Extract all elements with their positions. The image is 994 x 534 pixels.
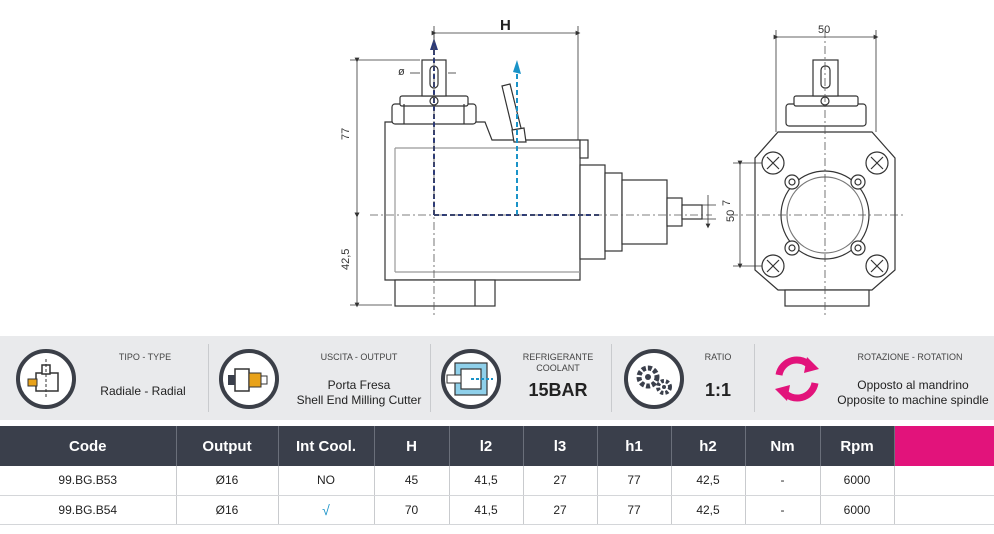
- front-view: [754, 59, 896, 307]
- rotation-value-line1: Opposto al mandrino: [857, 378, 969, 392]
- cell-l2: 41,5: [449, 466, 524, 496]
- cell-h1: 77: [597, 466, 672, 496]
- col-header: Nm: [745, 426, 821, 466]
- cell-l3: 27: [523, 466, 598, 496]
- gears-icon: [624, 349, 684, 409]
- cell-nm: -: [745, 466, 821, 496]
- rotation-value-line2: Opposite to machine spindle: [837, 393, 989, 407]
- radial-type-icon: [16, 349, 76, 409]
- type-title: TIPO - TYPE: [118, 352, 172, 362]
- coolant-icon: [441, 349, 501, 409]
- coolant-title-line2: COOLANT: [536, 363, 580, 373]
- cell-l3: 27: [523, 495, 598, 525]
- rotation-value: Opposto al mandrino Opposite to machine …: [833, 378, 993, 408]
- cell-rpm: 6000: [820, 495, 895, 525]
- cell-nm: -: [745, 495, 821, 525]
- cell-extra: [894, 495, 994, 525]
- cell-l2: 41,5: [449, 495, 524, 525]
- dim-77-label: 77: [340, 128, 352, 140]
- cell-int-cool: √: [278, 495, 375, 525]
- feature-ratio: RATIO 1:1: [612, 336, 754, 420]
- coolant-title-line1: REFRIGERANTE: [522, 352, 594, 362]
- feature-coolant: REFRIGERANTE COOLANT 15BAR: [431, 336, 611, 420]
- rotation-title: ROTAZIONE - ROTATION: [857, 352, 963, 362]
- col-header: h1: [597, 426, 672, 466]
- coolant-value: 15BAR: [528, 380, 588, 400]
- col-header: Int Cool.: [278, 426, 375, 466]
- dim-dia-label: ø: [398, 66, 405, 78]
- rotation-arrows-icon: [767, 349, 827, 409]
- coolant-title: REFRIGERANTE COOLANT: [513, 352, 603, 374]
- dim-42-5-label: 42,5: [340, 249, 352, 270]
- table-row: 99.BG.B53 Ø16 NO 45 41,5 27 77 42,5 - 60…: [0, 466, 994, 496]
- col-header: Code: [0, 426, 177, 466]
- col-header: Rpm: [820, 426, 895, 466]
- feature-output: USCITA - OUTPUT Porta Fresa Shell End Mi…: [209, 336, 430, 420]
- dim-7-label: 7: [721, 200, 733, 206]
- cell-h2: 42,5: [671, 495, 746, 525]
- col-header: H: [374, 426, 450, 466]
- dim-50-top-label: 50: [818, 24, 830, 36]
- table-row: 99.BG.B54 Ø16 √ 70 41,5 27 77 42,5 - 600…: [0, 495, 994, 525]
- dim-50-side-label: 50: [725, 210, 737, 222]
- col-header: l2: [449, 426, 524, 466]
- side-view: [384, 59, 703, 307]
- ratio-value: 1:1: [704, 380, 731, 400]
- cell-output: Ø16: [176, 495, 279, 525]
- output-value: Porta Fresa Shell End Milling Cutter: [289, 378, 429, 408]
- output-title: USCITA - OUTPUT: [320, 352, 398, 362]
- cell-rpm: 6000: [820, 466, 895, 496]
- shell-mill-holder-icon: [219, 349, 279, 409]
- col-header: h2: [671, 426, 746, 466]
- cell-h: 70: [374, 495, 450, 525]
- technical-drawing: H 77 42,5 ø 7 50 50: [340, 17, 905, 316]
- table-header-row: Code Output Int Cool. H l2 l3 h1 h2 Nm R…: [0, 426, 994, 466]
- type-value: Radiale - Radial: [100, 384, 186, 398]
- cell-code: 99.BG.B53: [0, 466, 177, 496]
- spec-table: Code Output Int Cool. H l2 l3 h1 h2 Nm R…: [0, 426, 994, 525]
- col-header: Output: [176, 426, 279, 466]
- feature-strip: TIPO - TYPE Radiale - Radial USCITA - OU…: [0, 336, 994, 420]
- cell-int-cool: NO: [278, 466, 375, 496]
- cell-h2: 42,5: [671, 466, 746, 496]
- output-value-line2: Shell End Milling Cutter: [296, 393, 422, 407]
- col-header: l3: [523, 426, 598, 466]
- output-value-line1: Porta Fresa: [327, 378, 391, 392]
- feature-rotation: ROTAZIONE - ROTATION Opposto al mandrino…: [755, 336, 994, 420]
- dim-h-label: H: [500, 17, 511, 34]
- col-header-accent: [894, 426, 994, 466]
- feature-type: TIPO - TYPE Radiale - Radial: [0, 336, 208, 420]
- cell-output: Ø16: [176, 466, 279, 496]
- ratio-title: RATIO: [704, 352, 732, 362]
- cell-code: 99.BG.B54: [0, 495, 177, 525]
- cell-extra: [894, 466, 994, 496]
- cell-h1: 77: [597, 495, 672, 525]
- cell-h: 45: [374, 466, 450, 496]
